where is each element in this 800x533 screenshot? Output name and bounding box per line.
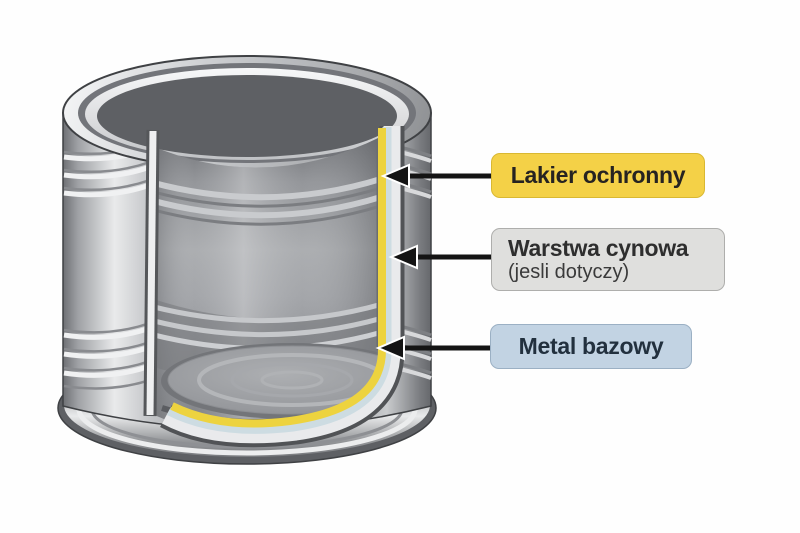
base-metal-cut-face	[161, 126, 401, 444]
callout-lacquer-title: Lakier ochronny	[510, 162, 686, 189]
arrow-lacquer	[380, 163, 491, 189]
callout-tin: Warstwa cynowa (jesli dotyczy)	[491, 228, 725, 291]
callout-base-metal: Metal bazowy	[490, 324, 692, 369]
arrow-base-metal	[375, 335, 490, 361]
interior-ribs-upper	[152, 171, 394, 226]
arrow-tin	[388, 244, 491, 270]
can-interior	[152, 130, 394, 436]
lacquer-layer-band	[170, 128, 386, 428]
cut-section	[160, 126, 405, 448]
tin-layer-band	[166, 127, 392, 434]
callout-tin-subtitle: (jesli dotyczy)	[508, 260, 630, 283]
can-ribs-left	[63, 142, 151, 390]
callout-base-metal-title: Metal bazowy	[518, 333, 664, 360]
left-cut-edge	[143, 129, 160, 417]
callout-lacquer: Lakier ochronny	[491, 153, 705, 198]
callout-tin-title: Warstwa cynowa	[508, 234, 689, 261]
